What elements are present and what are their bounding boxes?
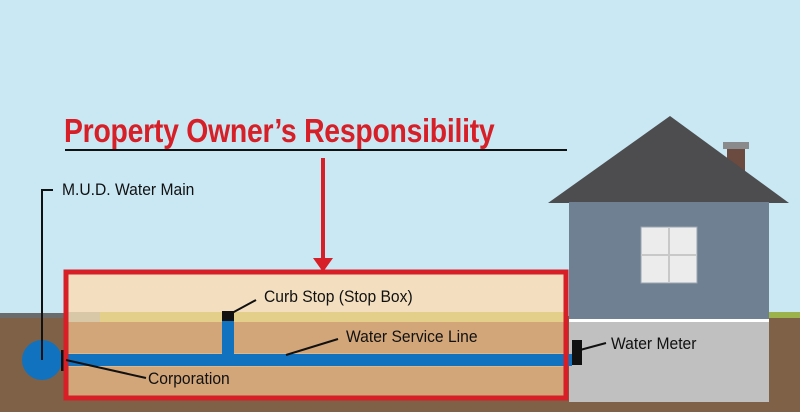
label-corporation: Corporation (148, 369, 230, 388)
curb-stop-riser (222, 318, 234, 358)
grass (768, 312, 800, 318)
ground-surface (0, 313, 70, 318)
label-water-meter: Water Meter (611, 334, 697, 353)
service-line-pipe (64, 354, 572, 366)
foundation-trim (569, 319, 769, 322)
arrow-head-icon (313, 258, 333, 272)
label-service-line: Water Service Line (346, 327, 478, 346)
curb-stop-leader (231, 299, 257, 314)
corporation-leader (65, 359, 147, 379)
curb-stop-box (222, 311, 234, 321)
foundation (569, 322, 769, 402)
water-meter-device (572, 340, 582, 365)
service-line-leader (285, 338, 339, 356)
topsoil-layer (68, 274, 564, 312)
chimney-cap (723, 142, 749, 149)
responsibility-box (63, 269, 569, 401)
roof (548, 116, 789, 203)
sand-strip (100, 312, 564, 322)
label-water-main: M.U.D. Water Main (62, 180, 195, 199)
sand-strip-left (68, 312, 100, 322)
water-main-leader (41, 189, 53, 360)
water-meter-leader (579, 342, 607, 351)
page-title: Property Owner’s Responsibility (64, 112, 495, 149)
label-curb-stop: Curb Stop (Stop Box) (264, 287, 413, 306)
